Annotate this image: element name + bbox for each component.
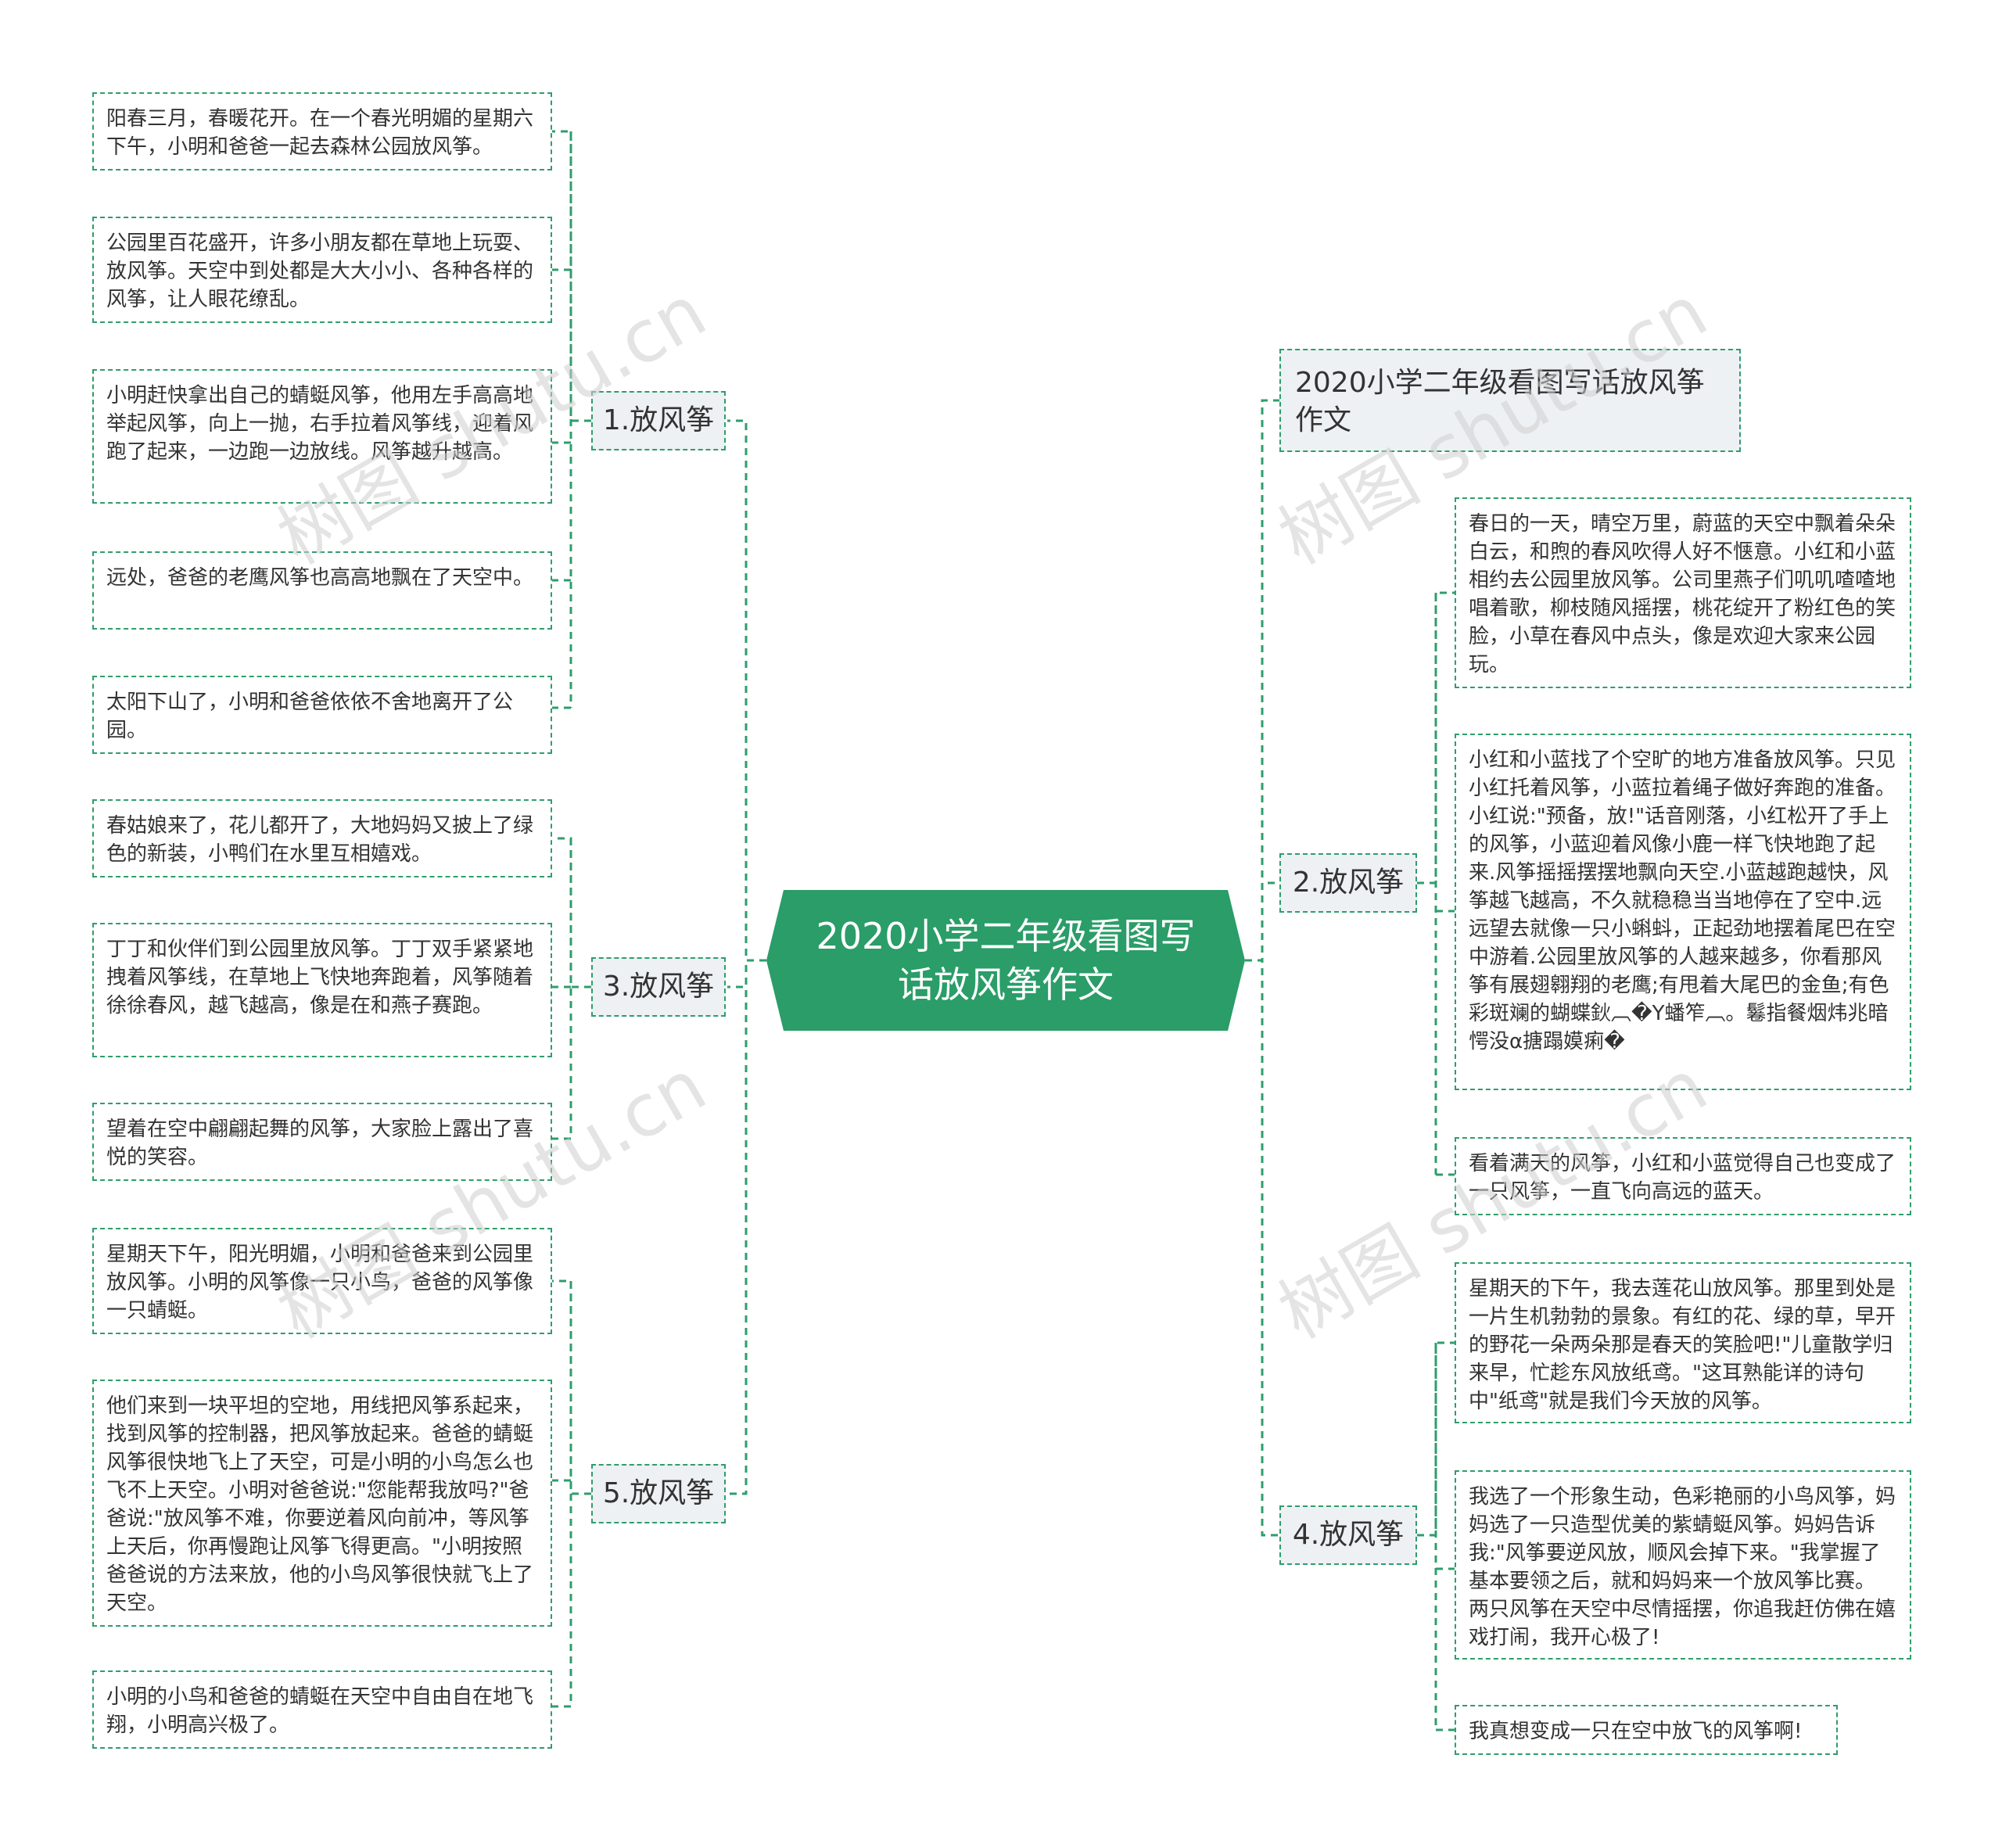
leaf-text: 星期天下午，阳光明媚，小明和爸爸来到公园里放风筝。小明的风筝像一只小鸟，爸爸的风… — [106, 1243, 534, 1322]
leaf-text: 小红和小蓝找了个空旷的地方准备放风筝。只见小红托着风筝，小蓝拉着绳子做好奔跑的准… — [1469, 748, 1896, 1053]
leaf-text: 看着满天的风筝，小红和小蓝觉得自己也变成了一只风筝，一直飞向高远的蓝天。 — [1469, 1152, 1896, 1204]
leaf-text: 小明赶快拿出自己的蜻蜓风筝，他用左手高高地举起风筝，向上一抛，右手拉着风筝线，迎… — [106, 384, 534, 464]
leaf-text: 公园里百花盛开，许多小朋友都在草地上玩耍、放风筝。天空中到处都是大大小小、各种各… — [106, 231, 534, 311]
leaf-text: 星期天的下午，我去莲花山放风筝。那里到处是一片生机勃勃的景象。有红的花、绿的草，… — [1469, 1277, 1896, 1413]
branch-4[interactable]: 4.放风筝 — [1279, 1505, 1417, 1565]
title-node-label: 2020小学二年级看图写话放风筝作文 — [1295, 367, 1705, 436]
branch-1-label: 1.放风筝 — [602, 404, 715, 436]
leaf-text: 丁丁和伙伴们到公园里放风筝。丁丁双手紧紧地拽着风筝线，在草地上飞快地奔跑着，风筝… — [106, 938, 534, 1017]
link-b1-leaves — [552, 130, 591, 709]
b2-leaf-1[interactable]: 春日的一天，晴空万里，蔚蓝的天空中飘着朵朵白云，和煦的春风吹得人好不惬意。小红和… — [1455, 497, 1911, 688]
b3-leaf-3[interactable]: 望着在空中翩翩起舞的风筝，大家脸上露出了喜悦的笑容。 — [92, 1103, 552, 1181]
root-label: 2020小学二年级看图写话放风筝作文 — [816, 915, 1196, 1006]
title-node[interactable]: 2020小学二年级看图写话放风筝作文 — [1279, 349, 1741, 452]
b5-leaf-1[interactable]: 星期天下午，阳光明媚，小明和爸爸来到公园里放风筝。小明的风筝像一只小鸟，爸爸的风… — [92, 1228, 552, 1334]
b4-leaf-1[interactable]: 星期天的下午，我去莲花山放风筝。那里到处是一片生机勃勃的景象。有红的花、绿的草，… — [1455, 1262, 1911, 1423]
branch-5-label: 5.放风筝 — [602, 1477, 715, 1509]
link-b3-leaves — [552, 837, 591, 1140]
leaf-text: 我真想变成一只在空中放飞的风筝啊! — [1469, 1720, 1803, 1743]
branch-3[interactable]: 3.放风筝 — [591, 957, 726, 1017]
leaf-text: 太阳下山了，小明和爸爸依依不舍地离开了公园。 — [106, 691, 514, 742]
leaf-text: 望着在空中翩翩起舞的风筝，大家脸上露出了喜悦的笑容。 — [106, 1118, 534, 1169]
b5-leaf-3[interactable]: 小明的小鸟和爸爸的蜻蜓在天空中自由自在地飞翔，小明高兴极了。 — [92, 1670, 552, 1749]
branch-2[interactable]: 2.放风筝 — [1279, 853, 1417, 913]
leaf-text: 远处，爸爸的老鹰风筝也高高地飘在了天空中。 — [106, 566, 534, 590]
b3-leaf-2[interactable]: 丁丁和伙伴们到公园里放风筝。丁丁双手紧紧地拽着风筝线，在草地上飞快地奔跑着，风筝… — [92, 923, 552, 1057]
b5-leaf-2[interactable]: 他们来到一块平坦的空地，用线把风筝系起来，找到风筝的控制器，把风筝放起来。爸爸的… — [92, 1380, 552, 1627]
link-b4-leaves — [1417, 1341, 1455, 1731]
branch-3-label: 3.放风筝 — [602, 971, 715, 1003]
b2-leaf-2[interactable]: 小红和小蓝找了个空旷的地方准备放风筝。只见小红托着风筝，小蓝拉着绳子做好奔跑的准… — [1455, 734, 1911, 1090]
leaf-text: 小明的小鸟和爸爸的蜻蜓在天空中自由自在地飞翔，小明高兴极了。 — [106, 1685, 534, 1737]
b4-leaf-3[interactable]: 我真想变成一只在空中放飞的风筝啊! — [1455, 1705, 1838, 1755]
branch-5[interactable]: 5.放风筝 — [591, 1464, 726, 1523]
branch-2-label: 2.放风筝 — [1292, 867, 1405, 899]
b1-leaf-3[interactable]: 小明赶快拿出自己的蜻蜓风筝，他用左手高高地举起风筝，向上一抛，右手拉着风筝线，迎… — [92, 369, 552, 504]
b1-leaf-2[interactable]: 公园里百花盛开，许多小朋友都在草地上玩耍、放风筝。天空中到处都是大大小小、各种各… — [92, 217, 552, 323]
root-node[interactable]: 2020小学二年级看图写话放风筝作文 — [766, 890, 1245, 1031]
leaf-text: 我选了一个形象生动，色彩艳丽的小鸟风筝，妈妈选了一只造型优美的紫蜻蜓风筝。妈妈告… — [1469, 1485, 1896, 1649]
leaf-text: 阳春三月，春暖花开。在一个春光明媚的星期六下午，小明和爸爸一起去森林公园放风筝。 — [106, 107, 534, 159]
leaf-text: 春日的一天，晴空万里，蔚蓝的天空中飘着朵朵白云，和煦的春风吹得人好不惬意。小红和… — [1469, 512, 1896, 676]
link-root-title — [1245, 399, 1279, 962]
b1-leaf-1[interactable]: 阳春三月，春暖花开。在一个春光明媚的星期六下午，小明和爸爸一起去森林公园放风筝。 — [92, 92, 552, 170]
b2-leaf-3[interactable]: 看着满天的风筝，小红和小蓝觉得自己也变成了一只风筝，一直飞向高远的蓝天。 — [1455, 1137, 1911, 1215]
link-b2-leaves — [1417, 591, 1455, 1176]
b1-leaf-4[interactable]: 远处，爸爸的老鹰风筝也高高地飘在了天空中。 — [92, 551, 552, 630]
b1-leaf-5[interactable]: 太阳下山了，小明和爸爸依依不舍地离开了公园。 — [92, 676, 552, 754]
b4-leaf-2[interactable]: 我选了一个形象生动，色彩艳丽的小鸟风筝，妈妈选了一只造型优美的紫蜻蜓风筝。妈妈告… — [1455, 1470, 1911, 1660]
link-root-b4 — [1245, 959, 1279, 1537]
link-root-b5 — [727, 959, 766, 1495]
b3-leaf-1[interactable]: 春姑娘来了，花儿都开了，大地妈妈又披上了绿色的新装，小鸭们在水里互相嬉戏。 — [92, 799, 552, 877]
leaf-text: 他们来到一块平坦的空地，用线把风筝系起来，找到风筝的控制器，把风筝放起来。爸爸的… — [106, 1394, 534, 1615]
branch-1[interactable]: 1.放风筝 — [591, 391, 726, 450]
link-root-b3 — [727, 959, 766, 989]
link-b5-leaves — [552, 1279, 591, 1708]
leaf-text: 春姑娘来了，花儿都开了，大地妈妈又披上了绿色的新装，小鸭们在水里互相嬉戏。 — [106, 814, 534, 866]
link-root-b2 — [1245, 881, 1279, 962]
link-root-b1 — [727, 419, 766, 962]
branch-4-label: 4.放风筝 — [1292, 1519, 1405, 1551]
